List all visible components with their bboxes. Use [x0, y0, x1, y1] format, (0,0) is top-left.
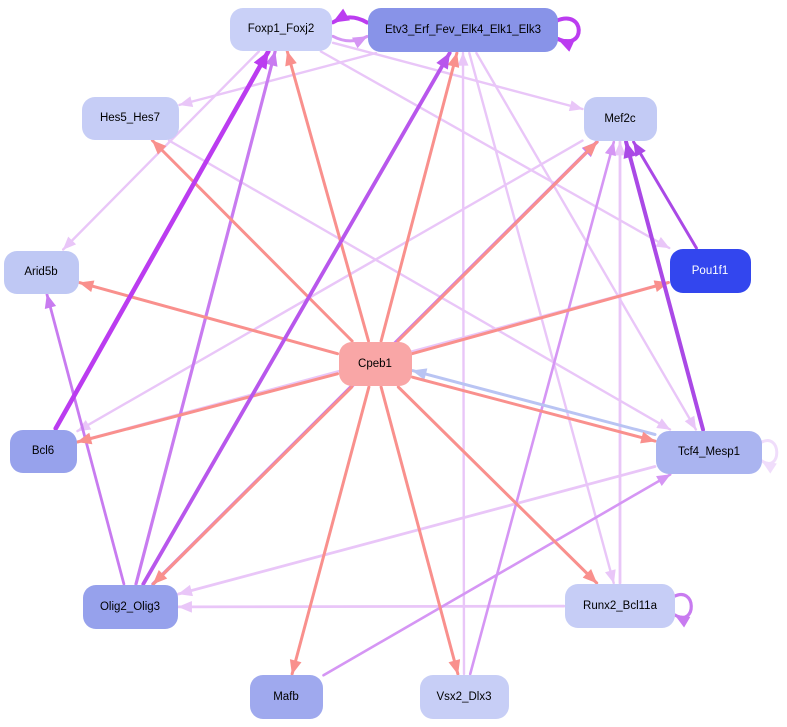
node-Runx2_Bcl11a[interactable]: Runx2_Bcl11a: [565, 584, 675, 628]
edge-Cpeb1-Etv3: [379, 51, 460, 343]
node-label-Etv3: Etv3_Erf_Fev_Elk4_Elk1_Elk3: [385, 24, 541, 36]
edge-Cpeb1-Tcf4_Mesp1: [411, 375, 657, 444]
node-Vsx2_Dlx3[interactable]: Vsx2_Dlx3: [419, 675, 509, 719]
node-label-Hes5_Hes7: Hes5_Hes7: [99, 112, 161, 124]
node-label-Arid5b: Arid5b: [24, 266, 58, 278]
edge-Bcl6-Foxp1_Foxj2: [53, 49, 271, 431]
edge-Runx2_Bcl11a-Runx2_Bcl11a: [671, 593, 693, 628]
node-label-Bcl6: Bcl6: [31, 445, 55, 457]
node-label-Runx2_Bcl11a: Runx2_Bcl11a: [583, 600, 657, 612]
edge-Etv3-Foxp1_Foxj2: [331, 8, 369, 25]
node-Etv3[interactable]: Etv3_Erf_Fev_Elk4_Elk1_Elk3: [368, 8, 558, 52]
edge-Cpeb1-Foxp1_Foxj2: [285, 50, 370, 343]
edge-Hes5_Hes7-Tcf4_Mesp1: [167, 139, 672, 431]
edge-Tcf4_Mesp1-Cpeb1: [411, 368, 657, 436]
node-label-Vsx2_Dlx3: Vsx2_Dlx3: [436, 691, 492, 703]
edge-Vsx2_Dlx3-Etv3: [457, 51, 469, 676]
node-Hes5_Hes7[interactable]: Hes5_Hes7: [81, 96, 179, 140]
edge-Tcf4_Mesp1-Tcf4_Mesp1: [758, 439, 779, 474]
edge-Cpeb1-Pou1f1: [411, 280, 670, 356]
node-Mef2c[interactable]: Mef2c: [583, 97, 657, 141]
node-label-Mef2c: Mef2c: [604, 113, 636, 125]
edge-Foxp1_Foxj2-Etv3: [331, 34, 369, 49]
edge-Runx2_Bcl11a-Olig2_Olig3: [177, 601, 566, 613]
edge-Cpeb1-Arid5b: [78, 280, 339, 356]
node-label-Tcf4_Mesp1: Tcf4_Mesp1: [677, 446, 740, 458]
node-label-Olig2_Olig3: Olig2_Olig3: [99, 601, 161, 613]
edge-Mef2c-Bcl6: [76, 139, 584, 433]
edge-Cpeb1-Olig2_Olig3: [151, 385, 354, 586]
edge-Vsx2_Dlx3-Mef2c: [468, 140, 616, 676]
node-Bcl6[interactable]: Bcl6: [9, 429, 77, 473]
edge-Cpeb1-Mafb: [289, 385, 371, 676]
edge-Tcf4_Mesp1-Mef2c: [623, 140, 705, 432]
edge-Cpeb1-Vsx2_Dlx3: [379, 385, 461, 676]
edge-Cpeb1-Bcl6: [76, 372, 339, 445]
edge-Etv3-Hes5_Hes7: [178, 51, 378, 107]
edge-Olig2_Olig3-Etv3: [141, 51, 452, 586]
node-Olig2_Olig3[interactable]: Olig2_Olig3: [82, 585, 178, 629]
node-Tcf4_Mesp1[interactable]: Tcf4_Mesp1: [656, 430, 762, 474]
edge-Cpeb1-Runx2_Bcl11a: [396, 385, 599, 585]
node-label-Foxp1_Foxj2: Foxp1_Foxj2: [247, 23, 315, 35]
node-label-Pou1f1: Pou1f1: [691, 265, 729, 277]
node-label-Cpeb1: Cpeb1: [358, 358, 392, 370]
edge-Cpeb1-Hes5_Hes7: [150, 139, 354, 343]
edge-Etv3-Etv3: [554, 16, 581, 52]
edge-Cpeb1-Mef2c: [396, 140, 599, 343]
node-Pou1f1[interactable]: Pou1f1: [669, 249, 751, 293]
edge-Pou1f1-Mef2c: [632, 140, 698, 250]
node-Arid5b[interactable]: Arid5b: [3, 250, 79, 294]
node-label-Mafb: Mafb: [273, 691, 299, 703]
edge-Tcf4_Mesp1-Olig2_Olig3: [177, 465, 657, 597]
node-Cpeb1[interactable]: Cpeb1: [338, 342, 412, 386]
node-Foxp1_Foxj2[interactable]: Foxp1_Foxj2: [230, 7, 332, 51]
node-Mafb[interactable]: Mafb: [249, 675, 323, 719]
